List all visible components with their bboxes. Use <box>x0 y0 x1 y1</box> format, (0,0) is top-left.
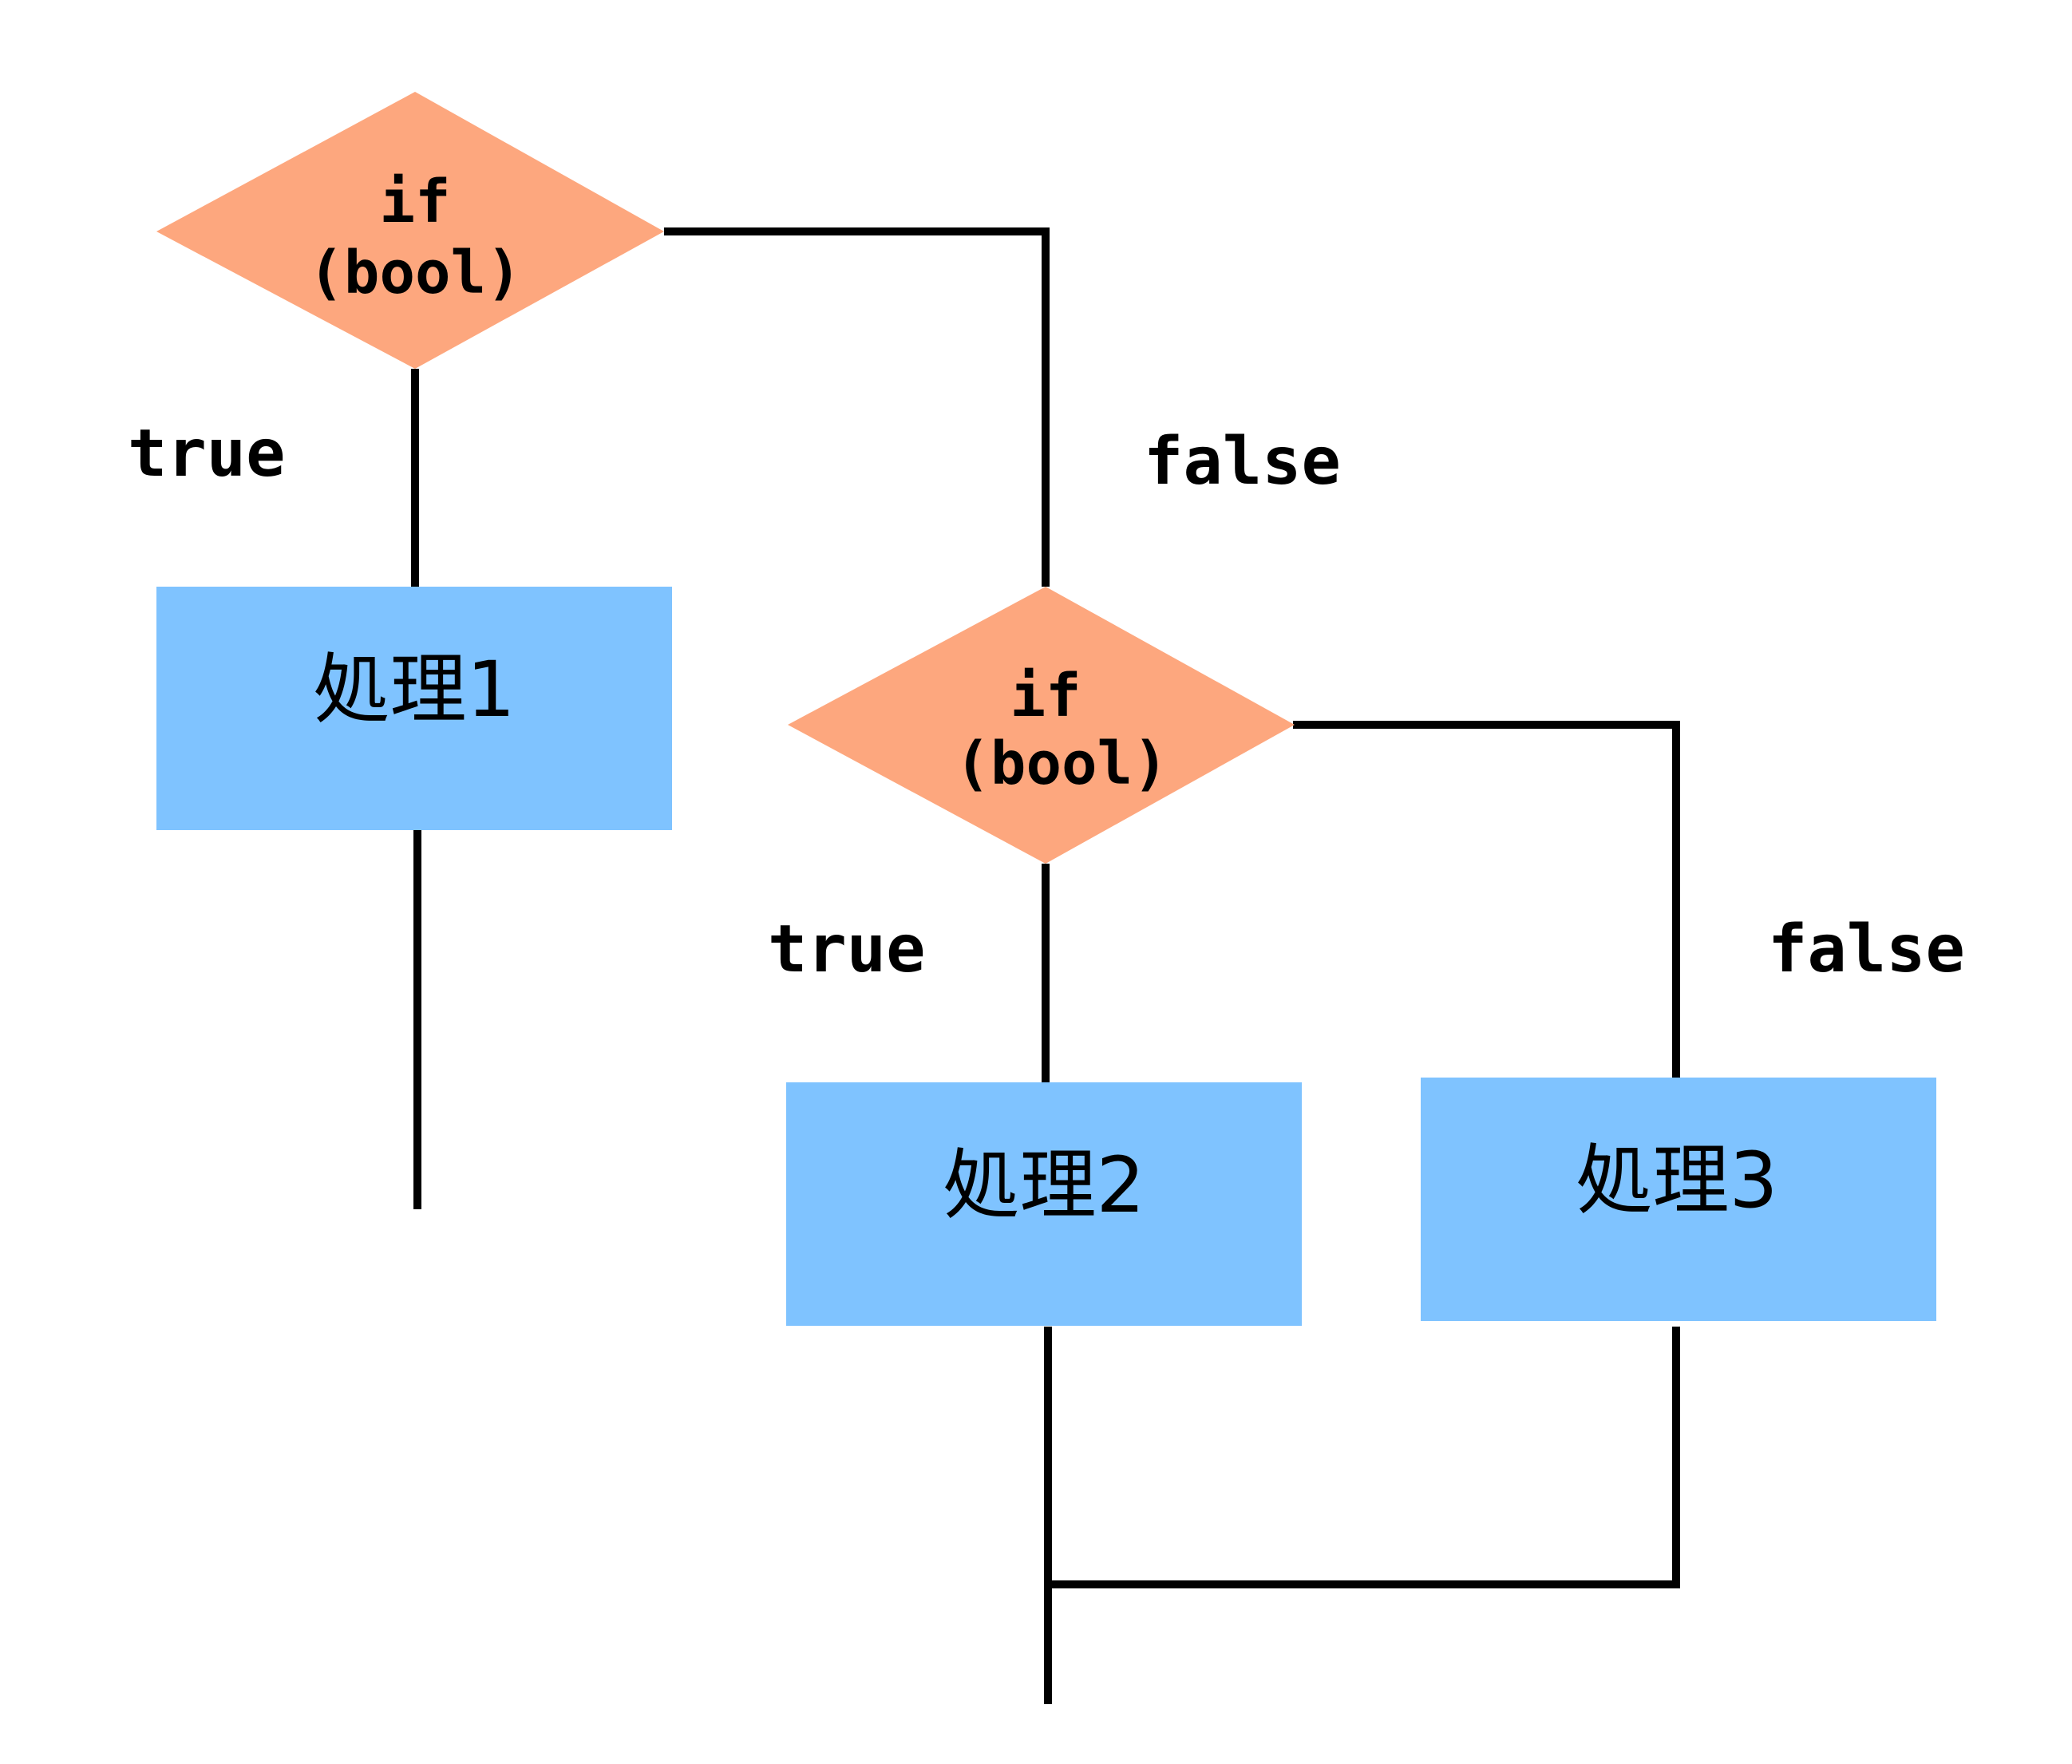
process-1-box <box>156 587 672 830</box>
connector-lines <box>411 227 1680 1704</box>
process-1-label: 処理1 <box>313 645 515 734</box>
decision-2-diamond <box>788 587 1295 864</box>
process-1: 処理1 <box>156 587 672 830</box>
d2-true-label: true <box>768 912 925 987</box>
process-3-label: 処理3 <box>1576 1136 1777 1225</box>
process3-merge-connector <box>1048 1327 1680 1588</box>
decision-1: if (bool) <box>156 92 664 369</box>
decision-2-condition: (bool) <box>955 730 1168 798</box>
decision-1-diamond <box>156 92 664 369</box>
process-2: 処理2 <box>786 1082 1302 1326</box>
decision-2-keyword: if <box>1010 662 1081 730</box>
d1-false-label: false <box>1144 424 1341 500</box>
process-3-box <box>1421 1078 1936 1321</box>
d2-false-connector <box>1293 721 1680 1082</box>
process-2-label: 処理2 <box>943 1141 1145 1230</box>
process-2-box <box>786 1082 1302 1326</box>
d1-false-connector <box>664 227 1050 587</box>
decision-1-condition: (bool) <box>308 239 521 307</box>
process-3: 処理3 <box>1421 1078 1936 1321</box>
decision-1-keyword: if <box>379 168 450 236</box>
decision-2: if (bool) <box>788 587 1295 864</box>
d2-false-label: false <box>1768 912 1965 987</box>
d1-true-label: true <box>128 416 285 492</box>
